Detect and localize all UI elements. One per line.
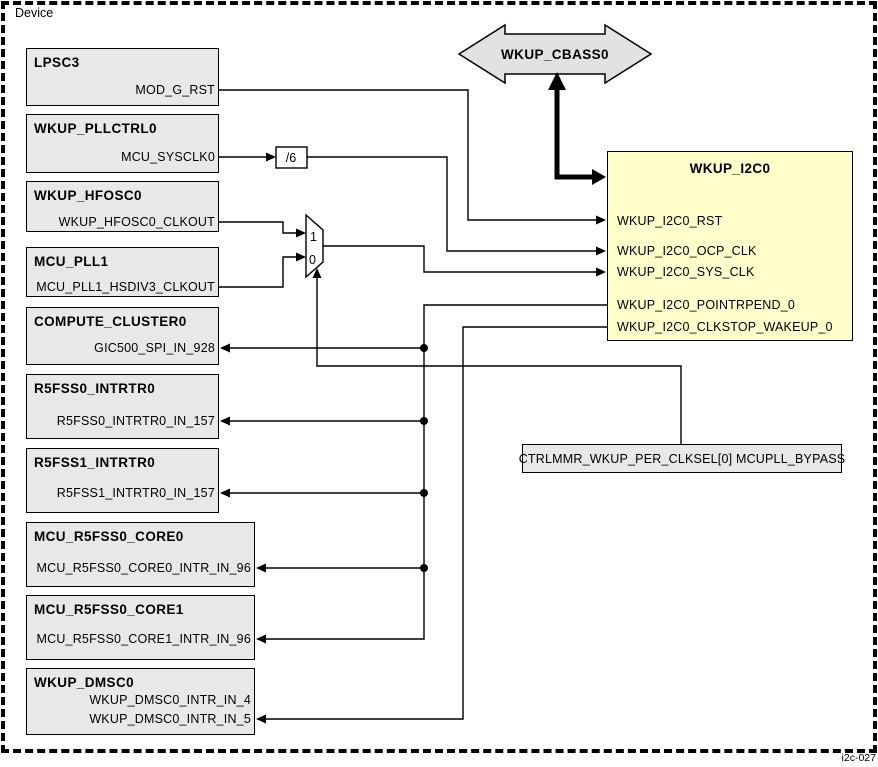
module-title: R5FSS0_INTRTR0 — [34, 381, 156, 396]
port-gic500-spi-in-928: GIC500_SPI_IN_928 — [94, 341, 215, 355]
port-wkup-i2c0-clkstop-wakeup-0: WKUP_I2C0_CLKSTOP_WAKEUP_0 — [617, 320, 833, 334]
port-wkup-i2c0-rst: WKUP_I2C0_RST — [617, 214, 723, 228]
module-title: LPSC3 — [34, 55, 80, 70]
module-mcu-r5fss0-core1: MCU_R5FSS0_CORE1 — [26, 595, 255, 660]
port-r5fss1-intrtr0-in-157: R5FSS1_INTRTR0_IN_157 — [56, 486, 215, 500]
ctrl-register-box: CTRLMMR_WKUP_PER_CLKSEL[0] MCUPLL_BYPASS — [519, 444, 845, 473]
port-r5fss0-intrtr0-in-157: R5FSS0_INTRTR0_IN_157 — [56, 414, 215, 428]
port-mcu-pll1-hsdiv3-clkout: MCU_PLL1_HSDIV3_CLKOUT — [36, 280, 215, 294]
module-title: WKUP_HFOSC0 — [34, 188, 142, 203]
port-wkup-dmsc0-intr-in-5: WKUP_DMSC0_INTR_IN_5 — [89, 712, 251, 726]
module-mcu-r5fss0-core0: MCU_R5FSS0_CORE0 — [26, 522, 255, 587]
device-boundary — [1, 1, 877, 753]
module-title: WKUP_PLLCTRL0 — [34, 121, 157, 136]
module-title: WKUP_DMSC0 — [34, 675, 135, 690]
module-wkup-pllctrl0: WKUP_PLLCTRL0 — [26, 114, 219, 173]
module-wkup-dmsc0: WKUP_DMSC0 — [26, 668, 255, 735]
module-r5fss0-intrtr0: R5FSS0_INTRTR0 — [26, 374, 219, 439]
module-lpsc3: LPSC3 — [26, 48, 219, 106]
port-mcu-r5fss0-core0-intr-in-96: MCU_R5FSS0_CORE0_INTR_IN_96 — [36, 561, 251, 575]
device-label: Device — [12, 6, 57, 20]
port-mcu-r5fss0-core1-intr-in-96: MCU_R5FSS0_CORE1_INTR_IN_96 — [36, 632, 251, 646]
port-mod-g-rst: MOD_G_RST — [135, 83, 215, 97]
module-mcu-pll1: MCU_PLL1 — [26, 247, 219, 297]
module-title: WKUP_I2C0 — [689, 161, 771, 176]
port-wkup-i2c0-pointrpend-0: WKUP_I2C0_POINTRPEND_0 — [617, 298, 796, 312]
module-compute-cluster0: COMPUTE_CLUSTER0 — [26, 307, 219, 365]
port-mcu-sysclk0: MCU_SYSCLK0 — [121, 150, 215, 164]
module-r5fss1-intrtr0: R5FSS1_INTRTR0 — [26, 448, 219, 513]
module-title: R5FSS1_INTRTR0 — [34, 455, 156, 470]
port-wkup-i2c0-sys-clk: WKUP_I2C0_SYS_CLK — [617, 265, 755, 279]
module-title: MCU_R5FSS0_CORE1 — [34, 602, 184, 617]
module-title: COMPUTE_CLUSTER0 — [34, 314, 187, 329]
port-wkup-dmsc0-intr-in-4: WKUP_DMSC0_INTR_IN_4 — [89, 693, 251, 707]
figure-id: i2c-027 — [841, 752, 876, 764]
module-wkup-hfosc0: WKUP_HFOSC0 — [26, 181, 219, 232]
module-title: MCU_PLL1 — [34, 254, 109, 269]
port-wkup-i2c0-ocp-clk: WKUP_I2C0_OCP_CLK — [617, 244, 757, 258]
port-wkup-hfosc0-clkout: WKUP_HFOSC0_CLKOUT — [58, 215, 215, 229]
module-title: MCU_R5FSS0_CORE0 — [34, 529, 184, 544]
